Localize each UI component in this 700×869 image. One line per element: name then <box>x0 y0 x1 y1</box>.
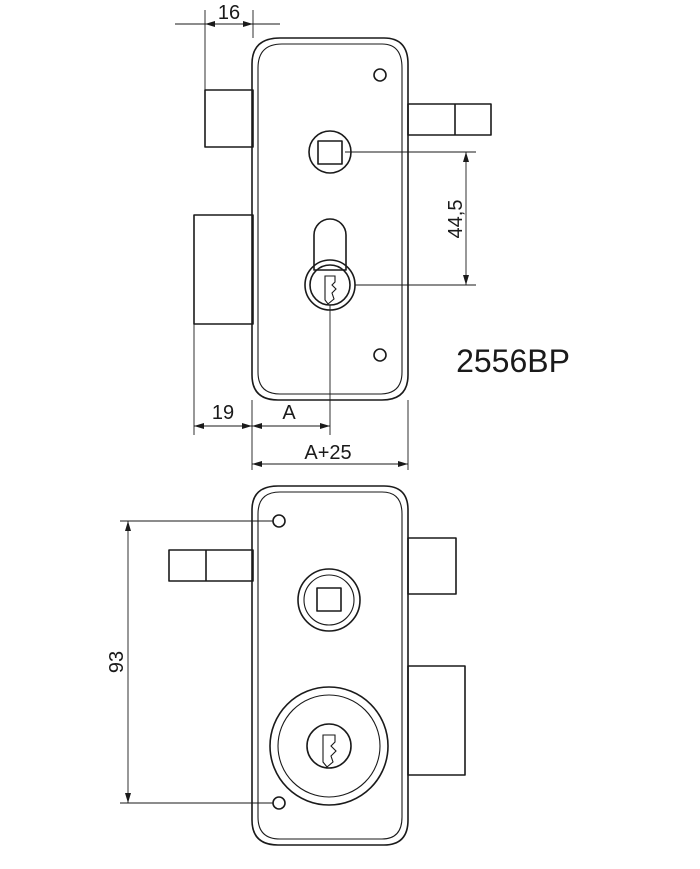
bottom-left-bolt <box>168 549 254 582</box>
bottom-follower-ring-outer <box>297 568 361 632</box>
top-dimensions: 16 44,5 19 A A+25 <box>175 2 476 470</box>
top-left-latch-block <box>193 214 254 325</box>
bottom-screw-hole-lower <box>272 796 286 810</box>
dim-label-93: 93 <box>106 651 128 673</box>
dim-label-a: A <box>282 402 296 424</box>
top-screw-hole-upper <box>373 68 387 82</box>
top-follower-ring <box>308 130 352 174</box>
dim-label-19: 19 <box>212 402 234 424</box>
top-square-follower-icon <box>317 140 343 165</box>
dim-label-a-plus-25: A+25 <box>304 442 351 464</box>
bottom-key-profile-icon <box>322 734 337 768</box>
model-code-label: 2556BP <box>456 343 570 379</box>
bottom-case-outline <box>251 485 409 846</box>
bottom-follower-ring-inner <box>303 574 355 626</box>
top-right-bolt <box>407 103 492 136</box>
bottom-cylinder <box>306 723 352 769</box>
top-key-profile-icon <box>324 275 337 305</box>
top-cylinder-inner <box>309 264 351 306</box>
bottom-square-follower-icon <box>316 587 342 612</box>
dim-label-16: 16 <box>218 2 240 24</box>
top-left-upper-bolt <box>204 89 254 148</box>
bottom-dimensions: 93 <box>106 520 273 804</box>
top-case-outline <box>251 37 409 401</box>
top-case-inner-outline <box>257 43 403 395</box>
bottom-cylinder-rosette-inner <box>277 694 381 798</box>
bottom-case-inner-outline <box>257 491 403 840</box>
dim-label-44-5: 44,5 <box>445 200 467 239</box>
bottom-right-upper-bolt <box>407 537 457 595</box>
bottom-lock-view <box>168 485 466 846</box>
bottom-screw-hole-upper <box>272 514 286 528</box>
bottom-right-latch-block <box>407 665 466 776</box>
top-screw-hole-lower <box>373 348 387 362</box>
top-keyhole-slot <box>313 218 347 271</box>
bottom-cylinder-rosette-outer <box>269 686 389 806</box>
